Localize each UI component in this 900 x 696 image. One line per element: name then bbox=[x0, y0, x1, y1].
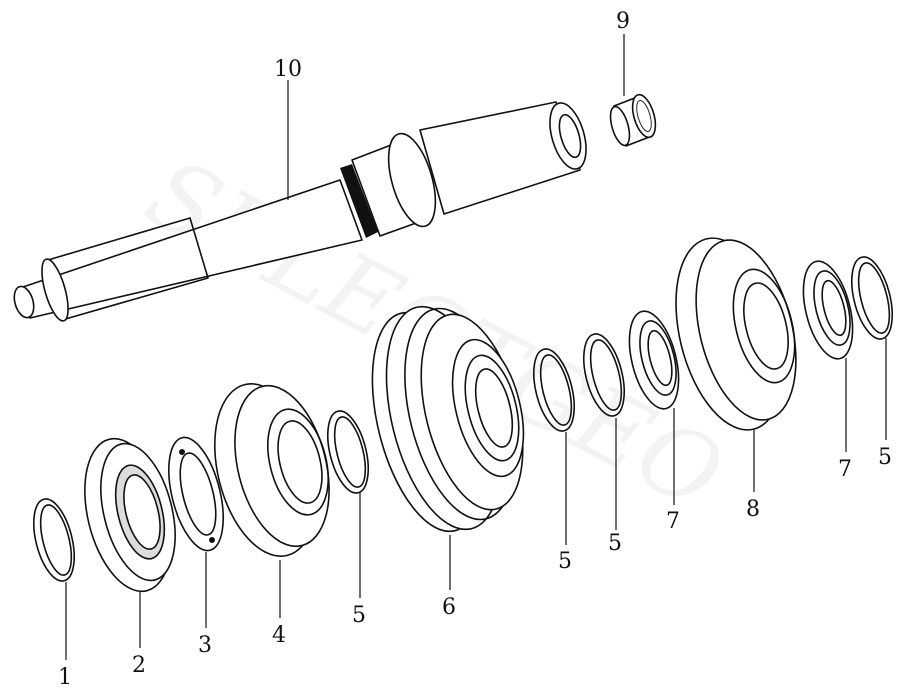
bearing bbox=[84, 437, 176, 593]
callout-2: 2 bbox=[132, 653, 146, 678]
snap-ring-5a bbox=[326, 410, 370, 494]
gear-8 bbox=[675, 237, 797, 431]
synchro-ring-7a bbox=[628, 310, 680, 410]
synchronizer-assembly bbox=[371, 305, 525, 533]
callout-5a: 5 bbox=[352, 603, 366, 628]
callout-9: 9 bbox=[616, 9, 630, 34]
snap-ring-1 bbox=[32, 498, 76, 582]
callout-5b: 5 bbox=[558, 549, 572, 574]
thrust-washer bbox=[168, 436, 224, 552]
leader-lines bbox=[65, 34, 887, 660]
callout-4: 4 bbox=[272, 623, 286, 648]
callout-1: 1 bbox=[58, 665, 72, 690]
snap-ring-5b bbox=[532, 348, 576, 432]
callout-3: 3 bbox=[198, 633, 212, 658]
gear-4 bbox=[213, 383, 330, 557]
snap-ring-5c bbox=[582, 333, 626, 417]
bushing-sleeve bbox=[609, 93, 657, 147]
callout-10: 10 bbox=[274, 57, 302, 82]
snap-ring-5d bbox=[850, 256, 894, 340]
synchro-ring-7b bbox=[802, 260, 854, 360]
callout-7a: 7 bbox=[666, 509, 680, 534]
callout-8: 8 bbox=[746, 497, 760, 522]
main-shaft bbox=[13, 101, 587, 322]
callout-7b: 7 bbox=[838, 457, 852, 482]
callout-6: 6 bbox=[442, 595, 456, 620]
callout-labels: 1 2 3 4 5 6 5 5 7 8 7 5 9 10 bbox=[58, 9, 892, 690]
callout-5c: 5 bbox=[608, 531, 622, 556]
callout-5d: 5 bbox=[878, 445, 892, 470]
